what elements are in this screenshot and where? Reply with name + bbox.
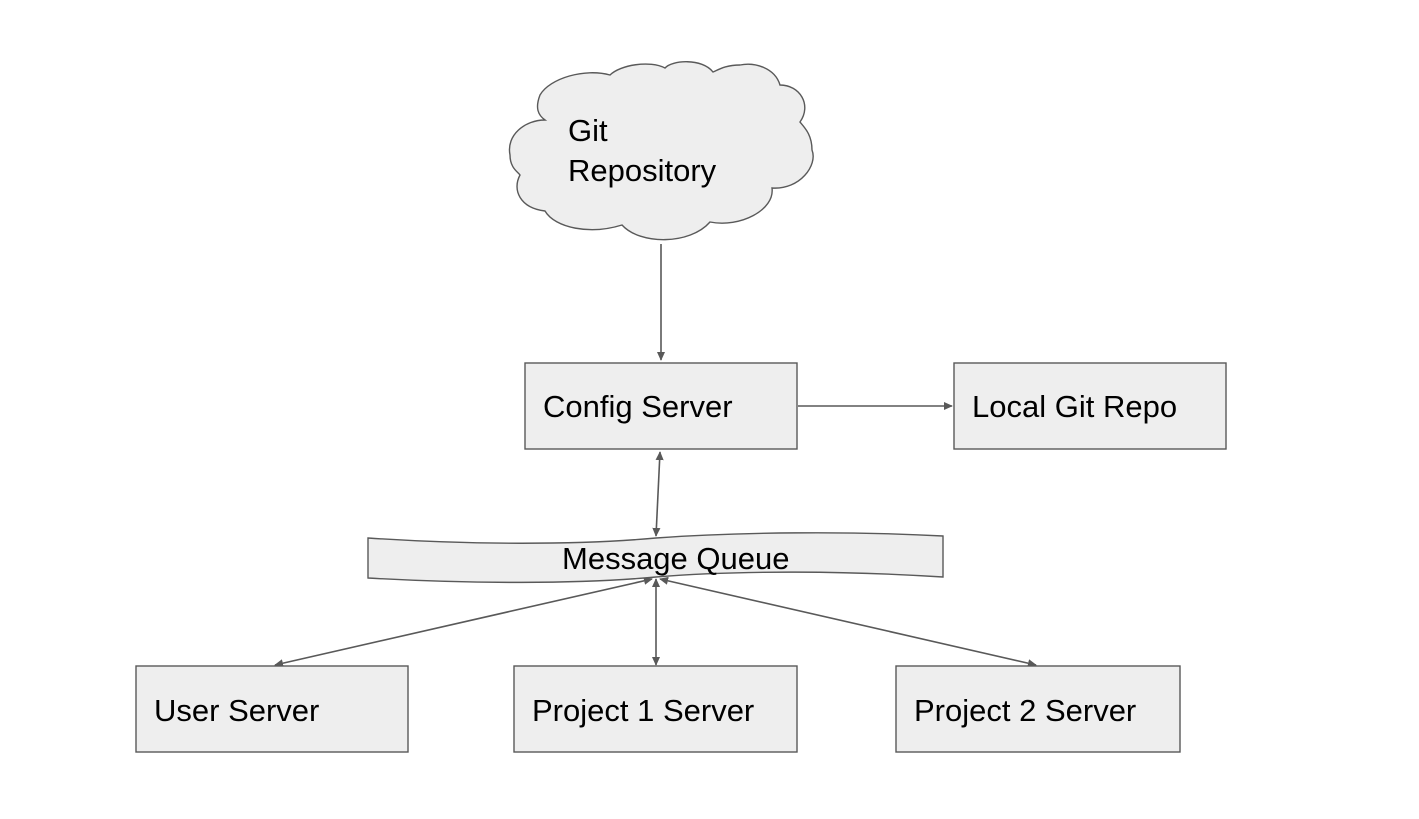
user-server-box <box>135 665 409 753</box>
project1-server-box <box>513 665 798 753</box>
cloud-shape <box>508 61 814 241</box>
config-server-label: Config Server <box>543 389 733 424</box>
edge-queue-user-server <box>274 576 653 668</box>
node-project1-server: Project 1 Server <box>513 665 798 753</box>
project2-server-label: Project 2 Server <box>914 693 1136 728</box>
node-config-server: Config Server <box>524 362 798 450</box>
local-git-repo-box <box>953 362 1227 450</box>
local-git-repo-label: Local Git Repo <box>972 389 1177 424</box>
config-server-box <box>524 362 798 450</box>
node-git-repository: Git Repository <box>508 61 814 241</box>
edge-queue-project2-server <box>659 576 1037 668</box>
project2-server-box <box>895 665 1181 753</box>
edge-config-queue <box>652 451 664 537</box>
node-message-queue: Message Queue <box>367 532 944 584</box>
node-local-git-repo: Local Git Repo <box>953 362 1227 450</box>
message-queue-label: Message Queue <box>562 541 789 576</box>
node-user-server: User Server <box>135 665 409 753</box>
node-project2-server: Project 2 Server <box>895 665 1181 753</box>
git-repository-label-line2: Repository <box>568 153 717 188</box>
user-server-label: User Server <box>154 693 319 728</box>
message-queue-shape <box>367 532 944 584</box>
project1-server-label: Project 1 Server <box>532 693 754 728</box>
edges <box>274 244 1037 668</box>
git-repository-label-line1: Git <box>568 113 608 148</box>
